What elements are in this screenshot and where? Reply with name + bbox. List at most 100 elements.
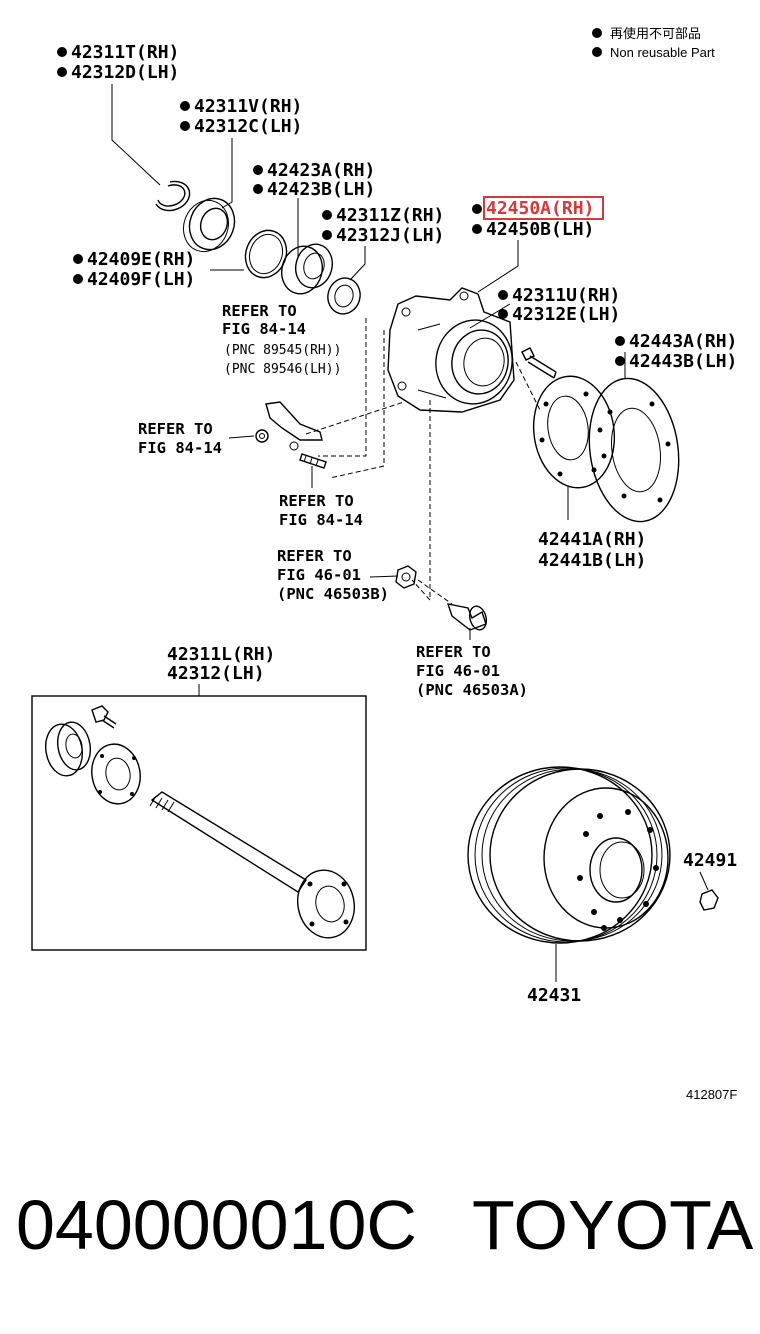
- highlight-box: [483, 196, 604, 220]
- part-label: 42441B(LH): [538, 550, 646, 571]
- non-reusable-bullet-icon: [592, 28, 602, 38]
- label-42450A-group[interactable]: 42450A(RH) 42450B(LH): [472, 196, 604, 240]
- part-label: 42311T(RH): [71, 42, 179, 63]
- leader-line: [221, 138, 233, 209]
- dash-line: [411, 400, 431, 602]
- part-label: 42441A(RH): [538, 529, 646, 550]
- non-reusable-bullet-icon: [498, 309, 508, 319]
- refer-to-fig-84-14-sensor[interactable]: REFER TO FIG 84-14 (PNC 89545(RH)) (PNC …: [222, 302, 341, 377]
- hub-bolt-42311U[interactable]: [521, 347, 557, 379]
- non-reusable-bullet-icon: [472, 224, 482, 234]
- label-42423A-group[interactable]: 42423A(RH) 42423B(LH): [253, 160, 375, 200]
- gasket-42443A[interactable]: [580, 373, 687, 528]
- non-reusable-bullet-icon: [180, 101, 190, 111]
- non-reusable-bullet-icon: [73, 254, 83, 264]
- refer-to-fig-46-01-nut[interactable]: REFER TO FIG 46-01 (PNC 46503B): [277, 547, 389, 603]
- refer-to-fig: FIG 46-01: [277, 566, 361, 584]
- axle-shaft-kit-42311L[interactable]: [31, 695, 367, 951]
- stud-bolt[interactable]: [299, 453, 327, 469]
- leader-line: [699, 871, 709, 891]
- hub-bolt-46503A[interactable]: [446, 603, 489, 632]
- refer-to-text: REFER TO: [279, 492, 354, 510]
- part-label: 42423A(RH): [267, 160, 375, 181]
- non-reusable-bullet-icon: [592, 47, 602, 57]
- leader-line: [111, 84, 161, 186]
- non-reusable-bullet-icon: [57, 47, 67, 57]
- label-42441A-group[interactable]: 42441A(RH) 42441B(LH): [538, 529, 646, 571]
- refer-to-fig: FIG 84-14: [138, 439, 222, 457]
- part-label: 42311L(RH): [167, 644, 275, 665]
- label-42409E-group[interactable]: 42409E(RH) 42409F(LH): [73, 249, 195, 290]
- label-42311U-group[interactable]: 42311U(RH) 42312E(LH): [498, 285, 620, 325]
- legend: 再使用不可部品 Non reusable Part: [592, 26, 715, 60]
- snap-ring-42311T[interactable]: [155, 180, 191, 212]
- refer-to-fig: FIG 46-01: [416, 662, 500, 680]
- non-reusable-bullet-icon: [180, 121, 190, 131]
- kit-frame: [31, 695, 367, 951]
- leader-lines: [111, 84, 709, 982]
- hub-housing-42450A[interactable]: [387, 287, 519, 413]
- leader-line: [349, 246, 366, 281]
- part-label: 42312J(LH): [336, 225, 444, 246]
- oil-seal-42311V[interactable]: [176, 192, 241, 258]
- part-number-caption: 040000010C: [16, 1186, 417, 1264]
- refer-to-text: REFER TO: [416, 643, 491, 661]
- part-label: 42409F(LH): [87, 269, 195, 290]
- part-label: 42311V(RH): [194, 96, 302, 117]
- dash-line: [318, 318, 367, 457]
- refer-to-fig: FIG 84-14: [279, 511, 363, 529]
- hole-plug-42491[interactable]: [699, 889, 719, 911]
- highlighted-part-label: 42450A(RH): [486, 198, 594, 219]
- non-reusable-bullet-icon: [615, 356, 625, 366]
- refer-to-fig-84-14-bolt[interactable]: REFER TO FIG 84-14: [138, 420, 222, 457]
- part-label: 42409E(RH): [87, 249, 195, 270]
- non-reusable-bullet-icon: [73, 274, 83, 284]
- non-reusable-bullet-icon: [472, 204, 482, 214]
- label-42311Z-group[interactable]: 42311Z(RH) 42312J(LH): [322, 205, 444, 246]
- part-label: 42312D(LH): [71, 62, 179, 83]
- label-42443A-group[interactable]: 42443A(RH) 42443B(LH): [615, 331, 737, 372]
- part-label: 42311U(RH): [512, 285, 620, 306]
- speed-sensor[interactable]: [265, 401, 323, 451]
- assembly-dash-lines: [305, 318, 541, 605]
- leader-line: [469, 303, 511, 329]
- label-42311V-group[interactable]: 42311V(RH) 42312C(LH): [180, 96, 302, 137]
- refer-to-text: REFER TO: [222, 302, 297, 320]
- label-42311L-group[interactable]: 42311L(RH) 42312(LH): [167, 644, 275, 684]
- part-label-42431[interactable]: 42431: [527, 985, 581, 1006]
- refer-to-fig-46-01-bolt[interactable]: REFER TO FIG 46-01 (PNC 46503A): [416, 643, 528, 699]
- sensor-bolt[interactable]: [255, 429, 269, 443]
- nut-46503B[interactable]: [395, 565, 417, 589]
- dash-line: [329, 330, 385, 479]
- leader-line: [228, 435, 255, 439]
- label-42311T-group[interactable]: 42311T(RH) 42312D(LH): [57, 42, 179, 83]
- legend-japanese: 再使用不可部品: [610, 26, 701, 41]
- refer-to-fig: FIG 84-14: [222, 320, 306, 338]
- refer-to-fig-84-14-stud[interactable]: REFER TO FIG 84-14: [279, 492, 363, 529]
- dash-line: [305, 401, 405, 435]
- refer-to-pnc: (PNC 46503A): [416, 681, 528, 699]
- part-label: 42312(LH): [167, 663, 265, 684]
- non-reusable-bullet-icon: [253, 165, 263, 175]
- refer-to-pnc: (PNC 46503B): [277, 585, 389, 603]
- leader-line: [369, 575, 399, 578]
- bearing-42423A[interactable]: [276, 240, 337, 298]
- dash-line: [515, 361, 541, 411]
- part-label: 42311Z(RH): [336, 205, 444, 226]
- part-label: 42443B(LH): [629, 351, 737, 372]
- refer-to-text: REFER TO: [138, 420, 213, 438]
- dash-line: [417, 579, 453, 605]
- part-label-42491[interactable]: 42491: [683, 850, 737, 871]
- refer-to-pnc: (PNC 89545(RH)): [224, 343, 341, 358]
- brand-caption: TOYOTA: [472, 1186, 754, 1264]
- non-reusable-bullet-icon: [322, 210, 332, 220]
- part-label: 42450B(LH): [486, 219, 594, 240]
- part-label: 42312C(LH): [194, 116, 302, 137]
- brake-disc-42431[interactable]: [467, 766, 671, 944]
- spacer-42441A[interactable]: [527, 371, 622, 493]
- figure-code: 412807F: [686, 1087, 737, 1102]
- non-reusable-bullet-icon: [322, 230, 332, 240]
- snap-ring-42409E[interactable]: [239, 225, 293, 284]
- seal-42311Z[interactable]: [324, 274, 364, 317]
